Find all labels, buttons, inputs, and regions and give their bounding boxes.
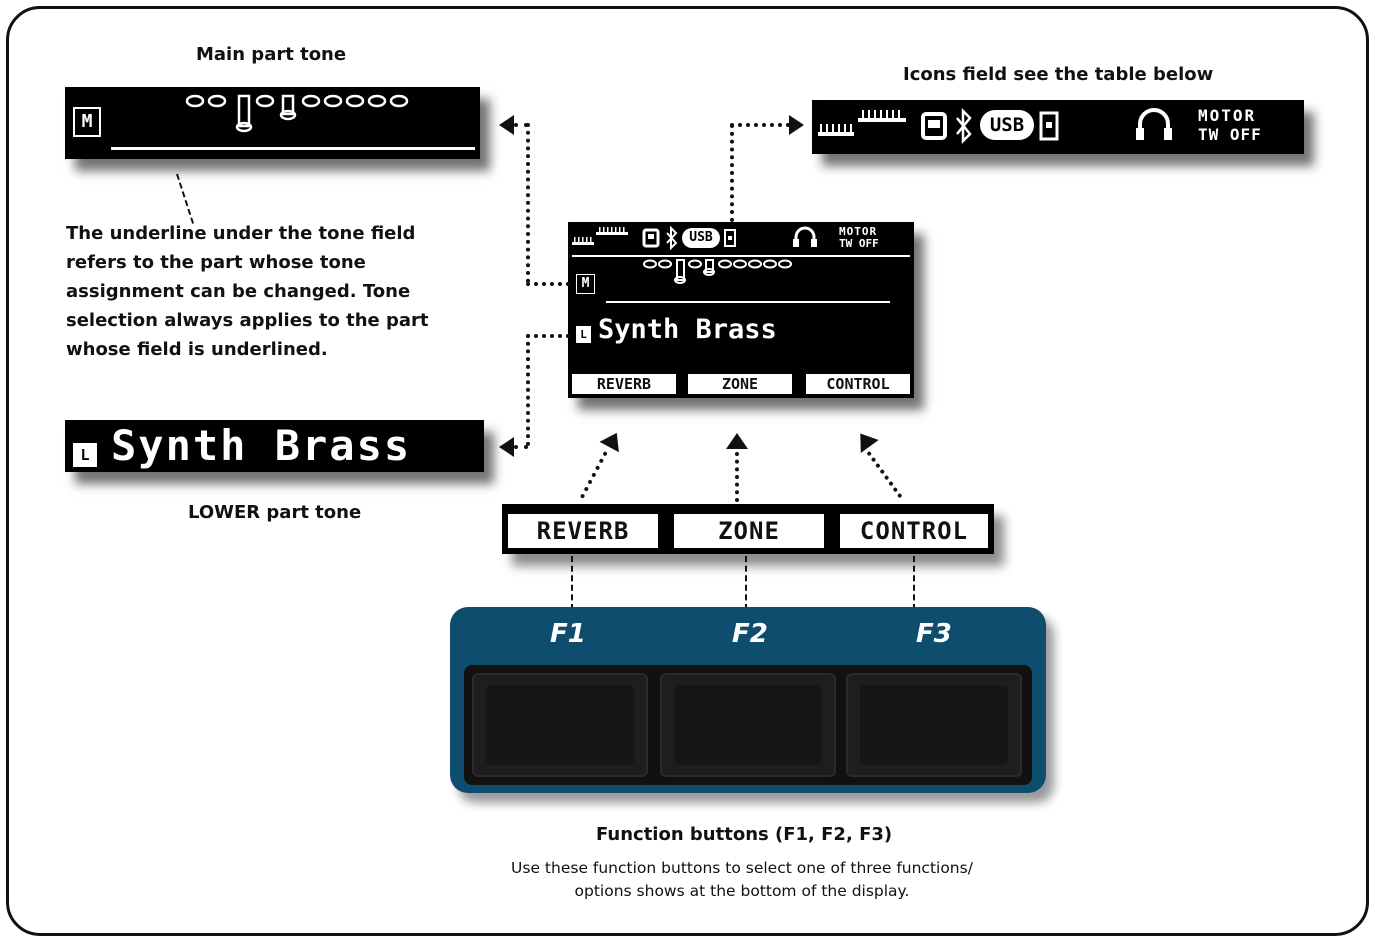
connector-main-v	[526, 123, 530, 283]
arrow-f2-up	[726, 433, 748, 449]
f3-label: F3	[916, 619, 952, 649]
connector-lower-h2	[514, 445, 528, 449]
underline-note: The underline under the tone field refer…	[66, 223, 429, 360]
disk-icon	[921, 112, 947, 140]
header-divider	[572, 255, 910, 257]
main-part-tone-display: M	[65, 87, 480, 159]
softkey-control: CONTROL	[840, 514, 988, 548]
motor-label: MOTOR	[1198, 106, 1257, 125]
keyboard-range-icon	[818, 110, 906, 136]
main-part-letter-small: M	[576, 274, 595, 294]
softkey-zone-small: ZONE	[688, 374, 792, 394]
usb-icon-small: USB	[682, 228, 720, 248]
f1-label: F1	[550, 619, 586, 649]
connector-icons-v	[730, 124, 734, 222]
connector-f3-dash	[913, 556, 915, 610]
lower-part-letter: L	[73, 443, 97, 467]
connector-f2-dash	[745, 556, 747, 610]
center-display: USB MOTOR TW OFF M L Synth Brass REVERB …	[568, 222, 914, 398]
main-part-letter: M	[73, 107, 101, 137]
usb-icon: USB	[980, 110, 1034, 140]
main-part-tone-caption: Main part tone	[196, 44, 347, 65]
function-buttons-description: Use these function buttons to select one…	[442, 857, 1042, 903]
tw-off-label-small: TW OFF	[839, 237, 879, 250]
function-buttons-caption: Function buttons (F1, F2, F3)	[596, 824, 893, 845]
lower-tone-name-small: Synth Brass	[598, 314, 777, 345]
softkey-reverb-small: REVERB	[572, 374, 676, 394]
icons-field-caption: Icons field see the table below	[903, 64, 1214, 85]
headphones-icon	[1136, 108, 1172, 140]
lower-part-tone-display: L Synth Brass	[65, 420, 484, 472]
f3-button[interactable]	[846, 673, 1022, 777]
bluetooth-icon-small	[666, 226, 678, 250]
function-desc-line2: options shows at the bottom of the displ…	[574, 882, 910, 900]
softkey-reverb: REVERB	[508, 514, 658, 548]
keyboard-range-icon-small	[572, 227, 628, 245]
function-desc-line1: Use these function buttons to select one…	[511, 859, 973, 877]
connector-f2-v	[735, 452, 739, 502]
disk-icon-small	[642, 228, 660, 248]
f2-button[interactable]	[660, 673, 836, 777]
connector-lower-h1	[526, 334, 570, 338]
tw-off-label: TW OFF	[1198, 125, 1262, 144]
connector-lower-v	[526, 334, 530, 446]
tone-underline	[111, 147, 475, 150]
headphones-icon-small	[793, 226, 817, 247]
storage-icon	[1039, 111, 1059, 141]
storage-icon-small	[724, 229, 736, 247]
function-label-bar: REVERB ZONE CONTROL	[502, 504, 994, 554]
connector-icons-h	[730, 123, 790, 127]
drawbar-icon	[185, 94, 409, 133]
f2-label: F2	[732, 619, 768, 649]
connector-main-h1	[514, 123, 528, 127]
bluetooth-icon	[956, 108, 972, 144]
f1-button[interactable]	[472, 673, 648, 777]
lower-part-letter-small: L	[576, 326, 591, 343]
tone-underline-small	[606, 301, 890, 303]
lower-part-tone-caption: LOWER part tone	[188, 502, 362, 523]
softkey-zone: ZONE	[674, 514, 824, 548]
function-button-panel: F1 F2 F3	[450, 607, 1046, 793]
drawbar-icon-small	[643, 259, 792, 284]
icons-field-display: USB MOTOR TW OFF	[812, 100, 1304, 154]
connector-f1-dash	[571, 556, 573, 610]
function-pads	[464, 665, 1032, 785]
arrow-to-lower-tone	[499, 437, 514, 457]
connector-main-h2	[526, 282, 570, 286]
motor-label-small: MOTOR	[839, 225, 878, 238]
lower-tone-name: Synth Brass	[111, 421, 412, 470]
arrow-to-main-tone	[499, 115, 514, 135]
softkey-control-small: CONTROL	[806, 374, 910, 394]
arrow-to-icons-field	[789, 115, 804, 135]
